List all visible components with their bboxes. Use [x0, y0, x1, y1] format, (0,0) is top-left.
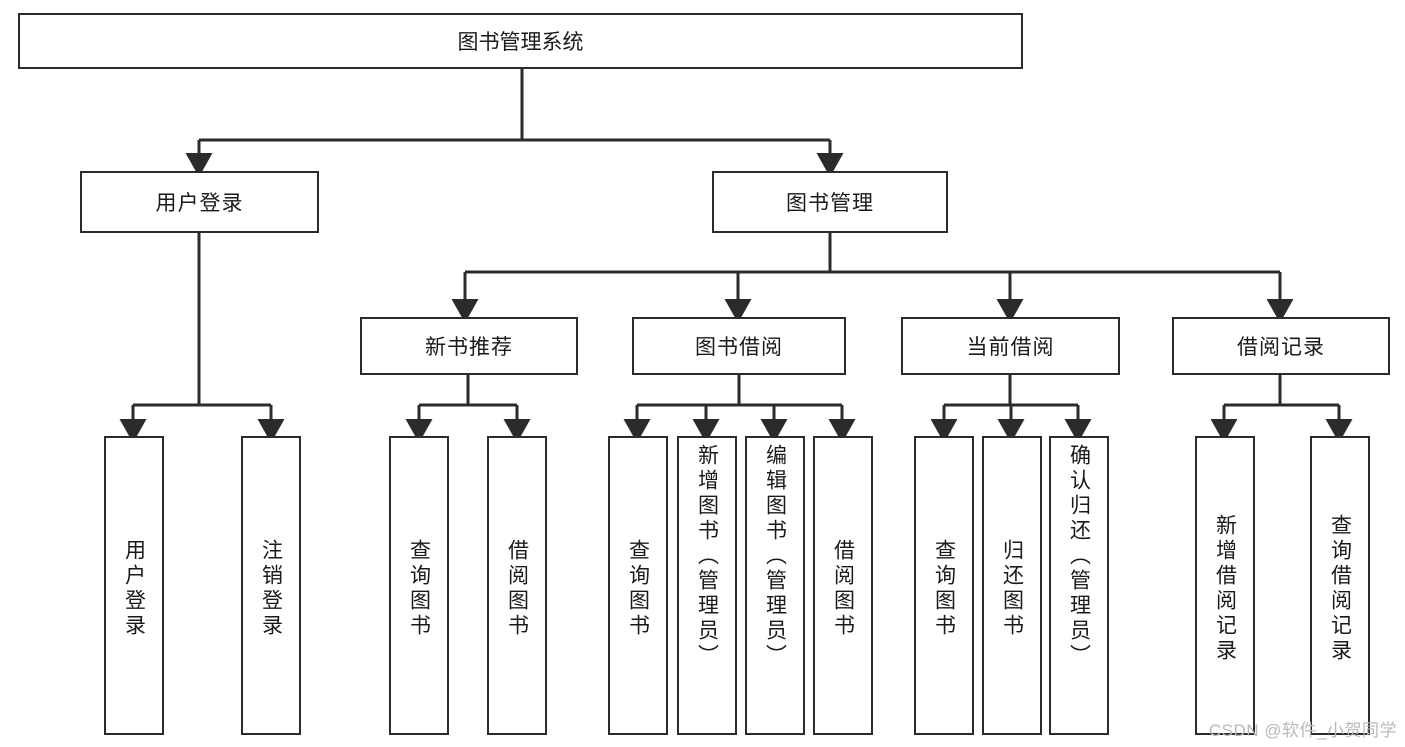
leaf-borrow-book-recommend[interactable]: 借阅图书 [487, 436, 547, 735]
leaf-edit-book-admin[interactable]: 编辑图书（管理员） [745, 436, 805, 735]
node-user-login[interactable]: 用户登录 [80, 171, 319, 233]
leaf-add-book-admin[interactable]: 新增图书（管理员） [677, 436, 737, 735]
leaf-return-book[interactable]: 归还图书 [982, 436, 1042, 735]
leaf-borrow-book[interactable]: 借阅图书 [813, 436, 873, 735]
node-root[interactable]: 图书管理系统 [18, 13, 1023, 69]
csdn-watermark: CSDN @软件_小贺同学 [1208, 721, 1397, 740]
leaf-user-login[interactable]: 用户登录 [104, 436, 164, 735]
leaf-query-borrow-record[interactable]: 查询借阅记录 [1310, 436, 1370, 735]
node-new-book-recommend[interactable]: 新书推荐 [360, 317, 578, 375]
node-current-borrow[interactable]: 当前借阅 [901, 317, 1120, 375]
leaf-add-borrow-record[interactable]: 新增借阅记录 [1195, 436, 1255, 735]
node-book-manage[interactable]: 图书管理 [712, 171, 948, 233]
leaf-confirm-return-admin[interactable]: 确认归还（管理员） [1049, 436, 1109, 735]
leaf-query-book-recommend[interactable]: 查询图书 [389, 436, 449, 735]
node-borrow-record[interactable]: 借阅记录 [1172, 317, 1390, 375]
node-book-borrow[interactable]: 图书借阅 [632, 317, 846, 375]
leaf-query-book-borrow[interactable]: 查询图书 [608, 436, 668, 735]
leaf-query-book-current[interactable]: 查询图书 [914, 436, 974, 735]
leaf-logout-login[interactable]: 注销登录 [241, 436, 301, 735]
